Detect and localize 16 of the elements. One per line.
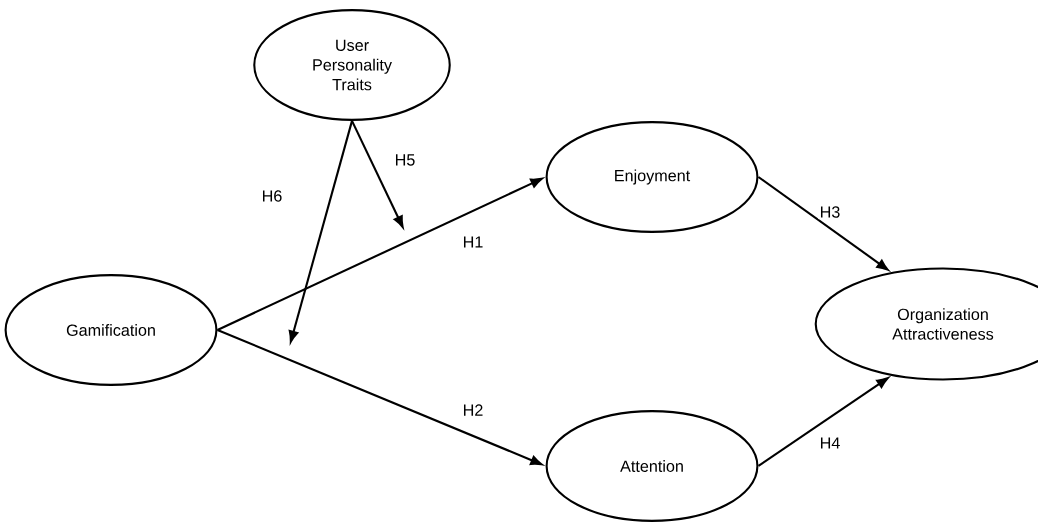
arrow [757,377,889,467]
arrow [217,329,543,466]
edge-label: H1 [461,235,485,249]
edge-label: H6 [260,188,284,204]
ellipse-node: Attention [545,410,759,522]
edge-label: H3 [818,204,842,220]
edge-label: H2 [461,402,485,418]
edge-label: H4 [818,436,842,450]
ellipse-node: Enjoyment [545,121,759,233]
arrow [757,176,889,271]
ellipse-node: User Personality Traits [253,9,451,121]
ellipse-node: Gamification [4,274,218,386]
edge-label: H5 [393,152,417,168]
arrow [217,177,543,331]
arrow [351,120,404,228]
arrow [288,120,354,343]
